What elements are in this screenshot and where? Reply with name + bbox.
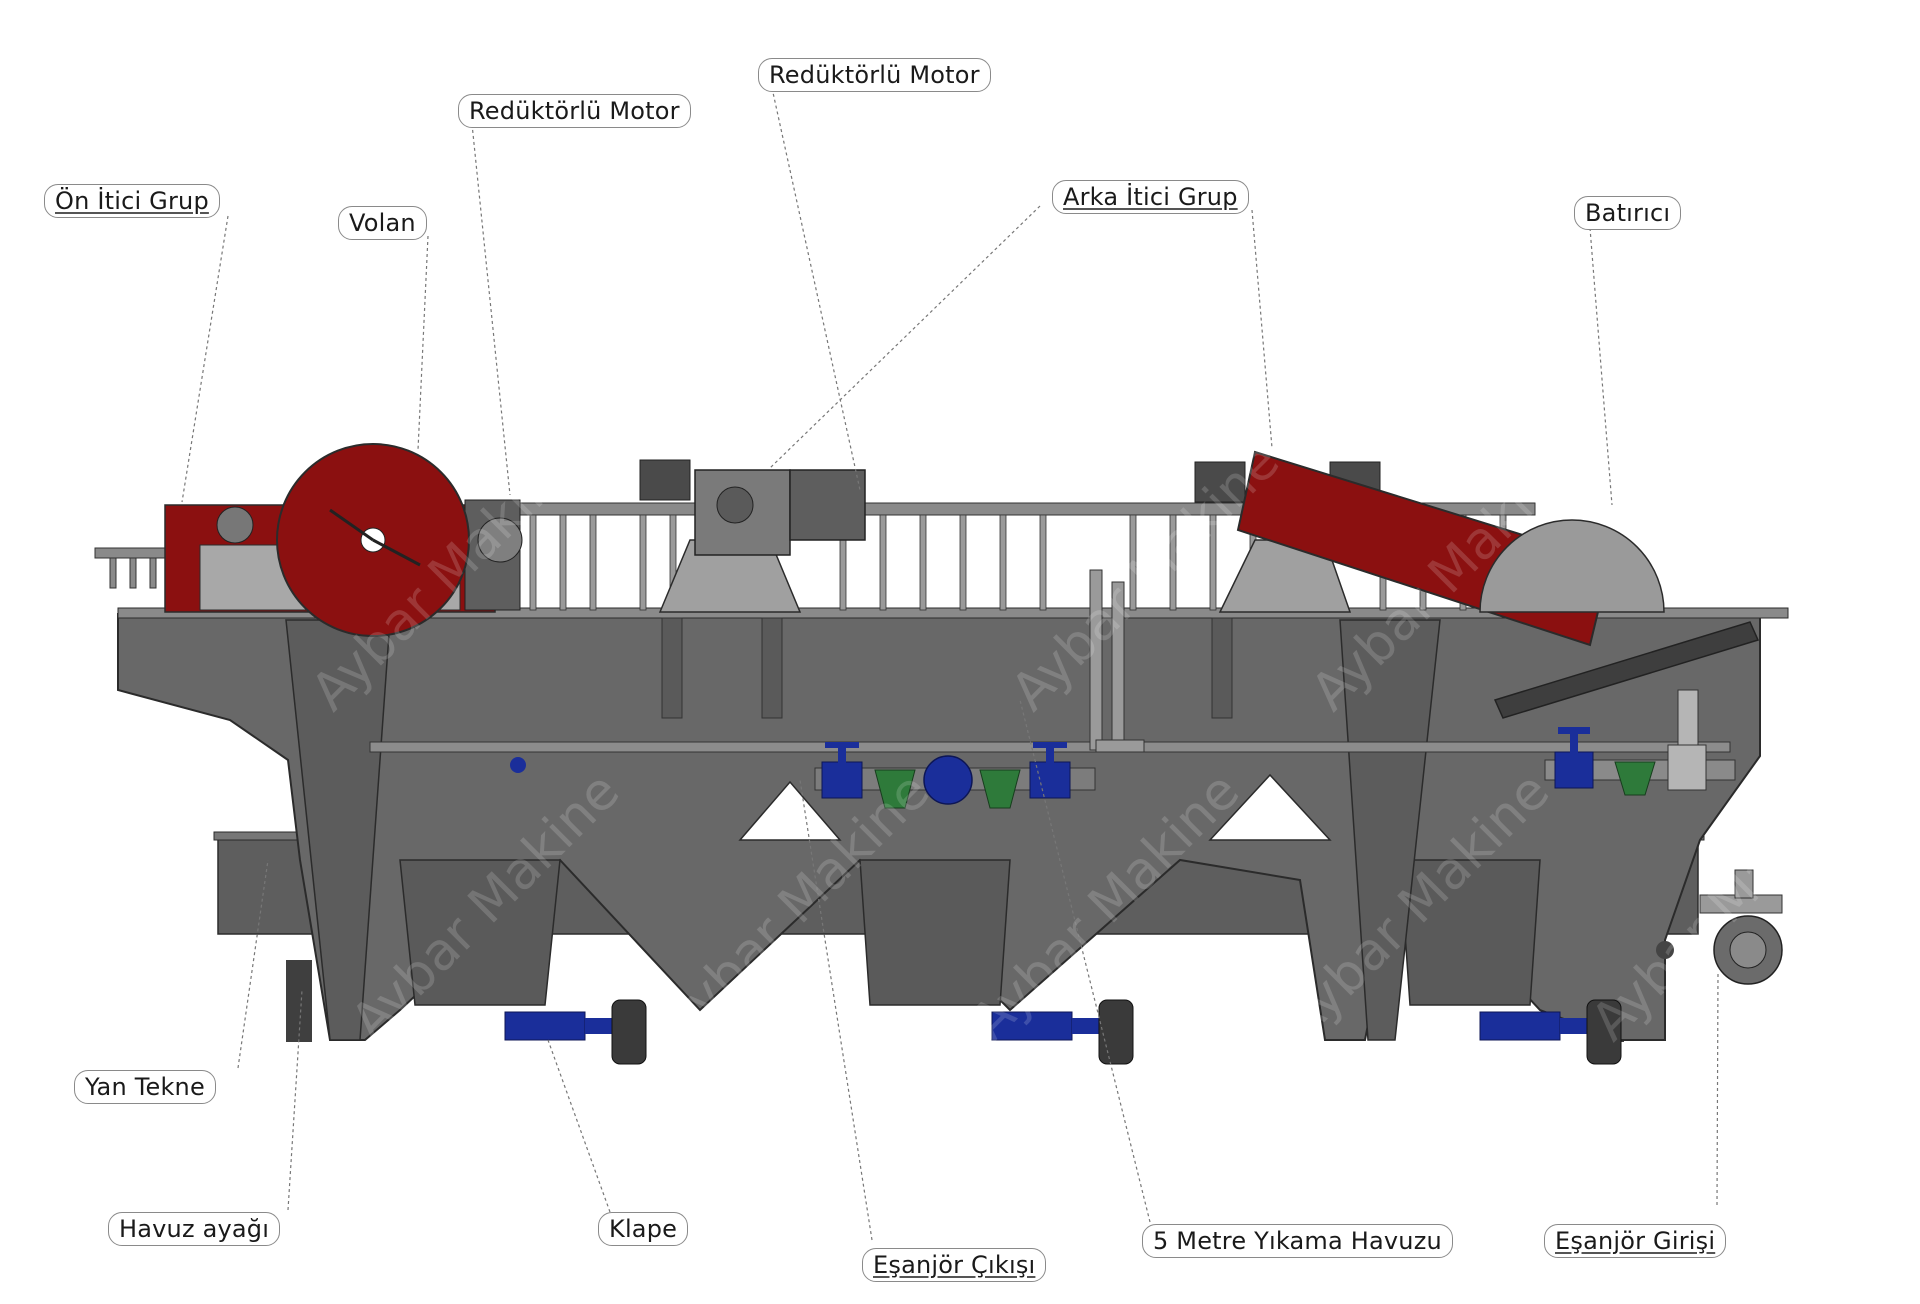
paddle-9	[959, 514, 967, 611]
label-reduktorlu-motor-2: Redüktörlü Motor	[758, 58, 991, 92]
paddle-12	[1129, 514, 1137, 611]
label-batirici: Batırıcı	[1574, 196, 1682, 230]
valve-assembly-center	[814, 742, 1096, 809]
label-yan-tekne: Yan Tekne	[74, 1070, 216, 1104]
paddle-3	[589, 514, 597, 611]
label-esanjor-cikisi: Eşanjör Çıkışı	[862, 1248, 1047, 1282]
label-on-itici-grup: Ön İtici Grup	[44, 184, 220, 218]
label-volan: Volan	[338, 206, 427, 240]
paddle-2	[559, 514, 567, 611]
paddle-11	[1039, 514, 1047, 611]
paddle-13	[1169, 514, 1177, 611]
paddle-1	[529, 514, 537, 611]
leader-lines	[181, 87, 1719, 1241]
label-esanjor-girisi: Eşanjör Girişi	[1544, 1224, 1727, 1258]
flap-valve-2	[991, 999, 1134, 1065]
paddle-7	[879, 514, 887, 611]
gear-motor-center	[639, 459, 866, 613]
flap-valve-1	[504, 999, 647, 1065]
label-reduktorlu-motor-1: Redüktörlü Motor	[458, 94, 691, 128]
label-havuz-ayagi: Havuz ayağı	[108, 1212, 281, 1246]
submerger-drum	[1479, 519, 1665, 613]
label-yikama-havuzu: 5 Metre Yıkama Havuzu	[1142, 1224, 1453, 1258]
paddle-10	[999, 514, 1007, 611]
paddle-4	[639, 514, 647, 611]
vertical-pipe	[1089, 569, 1145, 753]
diagonal-pipe	[1493, 621, 1760, 719]
paddle-14	[1209, 514, 1217, 611]
valve-assembly-right	[1544, 689, 1736, 796]
flap-valve-3	[1479, 999, 1622, 1065]
label-arka-itici-grup: Arka İtici Grup	[1052, 180, 1249, 214]
exchanger-inlet-pump	[510, 757, 1783, 985]
front-tine-3	[149, 557, 157, 589]
paddle-8	[919, 514, 927, 611]
main-tank	[117, 607, 1789, 1041]
front-tine-2	[129, 557, 137, 589]
flywheel	[276, 443, 470, 637]
label-klape: Klape	[598, 1212, 689, 1246]
front-tine-1	[109, 557, 117, 589]
